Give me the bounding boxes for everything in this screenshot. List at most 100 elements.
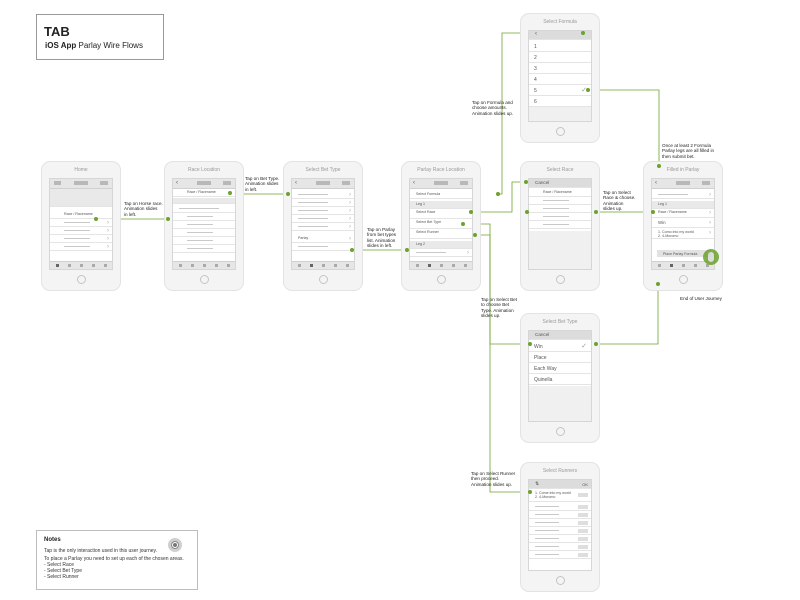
bet-type-option-selected[interactable]: Win✓ xyxy=(529,341,591,352)
select-bet-type-row[interactable]: Select Bet Type xyxy=(410,219,472,229)
bet-type-option[interactable]: Quinella xyxy=(529,374,591,385)
runner-row[interactable]: 1. Como into my world 2. 4-Moromo› xyxy=(652,229,714,239)
runner-row[interactable] xyxy=(529,503,591,511)
cancel-button[interactable]: Cancel xyxy=(529,179,591,188)
list-item[interactable]: › xyxy=(652,191,714,199)
list-item[interactable] xyxy=(529,205,591,213)
formula-option-label: 5 xyxy=(534,88,537,94)
cancel-label: Cancel xyxy=(535,180,550,185)
tap-gesture-icon xyxy=(168,538,182,552)
connector-dot xyxy=(594,210,598,214)
back-icon[interactable]: ‹ xyxy=(535,31,537,37)
home-button-icon xyxy=(556,127,565,136)
connector-dot xyxy=(473,233,477,237)
nav-bar: ‹ xyxy=(529,31,591,40)
list-item[interactable] xyxy=(292,243,354,251)
phone-select-formula: Select Formula ‹ 1 2 3 4 5✓ 6 xyxy=(520,13,600,143)
connector-dot xyxy=(586,88,590,92)
list-item[interactable] xyxy=(529,197,591,205)
formula-option[interactable]: 3 xyxy=(529,63,591,74)
list-item[interactable] xyxy=(173,245,235,253)
annotation-tap-bet-type: Tap on Bet Type. Animation slides in lef… xyxy=(245,176,280,192)
place-parlay-formula-button[interactable]: Place Parlay Formula xyxy=(657,250,711,257)
list-item[interactable]: › xyxy=(50,227,112,235)
notes-box: Notes Tap is the only interaction used i… xyxy=(36,530,198,590)
select-runner-label: Select Runner xyxy=(416,230,439,234)
bet-type-option[interactable]: Place xyxy=(529,352,591,363)
list-item[interactable]: › xyxy=(292,223,354,231)
list-item[interactable] xyxy=(529,221,591,229)
list-item[interactable]: › xyxy=(50,219,112,227)
formula-option[interactable]: 1 xyxy=(529,41,591,52)
list-item[interactable]: › xyxy=(292,191,354,199)
select-formula-label: Select Formula xyxy=(416,192,441,196)
chevron-right-icon: › xyxy=(107,228,109,234)
select-formula-row[interactable]: Select Formula xyxy=(410,191,472,199)
phone-title: Select Runners xyxy=(542,468,578,474)
runner-row[interactable] xyxy=(529,519,591,527)
list-item[interactable] xyxy=(173,229,235,237)
formula-option-selected[interactable]: 5✓ xyxy=(529,85,591,96)
list-item[interactable] xyxy=(173,205,235,213)
back-icon[interactable]: ‹ xyxy=(655,180,657,186)
list-item[interactable]: › xyxy=(292,199,354,207)
sort-icon[interactable]: ⇅ xyxy=(535,481,540,487)
race-row[interactable]: Race / Racename› xyxy=(652,209,714,218)
leg-1-header: Leg 1 xyxy=(652,201,714,209)
nav-bar: ⇅ OK xyxy=(529,480,591,489)
chevron-right-icon: › xyxy=(349,236,351,242)
list-item[interactable]: Race / Racename xyxy=(173,189,235,197)
chevron-right-icon: › xyxy=(709,192,711,198)
formula-option[interactable]: 6 xyxy=(529,96,591,107)
list-item[interactable]: Race / Racename xyxy=(50,211,112,219)
runner-thumbnail xyxy=(578,513,588,517)
back-icon[interactable]: ‹ xyxy=(176,180,178,186)
select-runner-row[interactable]: Select Runner xyxy=(410,229,472,239)
cancel-button[interactable]: Cancel xyxy=(529,331,591,340)
back-icon[interactable]: ‹ xyxy=(295,180,297,186)
checkmark-icon: ✓ xyxy=(581,343,587,350)
win-row[interactable]: Win› xyxy=(652,219,714,228)
list-item[interactable]: › xyxy=(50,235,112,243)
formula-option-label: 1 xyxy=(534,44,537,50)
phone-title: Select Race xyxy=(546,167,574,173)
select-race-row[interactable]: Select Race xyxy=(410,209,472,219)
connector-dot xyxy=(405,248,409,252)
runner-thumbnail xyxy=(578,545,588,549)
list-item[interactable]: › xyxy=(410,249,472,257)
nav-bar: ‹ xyxy=(410,179,472,189)
list-item[interactable] xyxy=(173,213,235,221)
connector-dot xyxy=(496,192,500,196)
formula-option[interactable]: 4 xyxy=(529,74,591,85)
list-item[interactable] xyxy=(529,213,591,221)
formula-option[interactable]: 2 xyxy=(529,52,591,63)
ok-button[interactable]: OK xyxy=(582,482,588,487)
phone-title: Parlay Race Location xyxy=(417,167,465,173)
leg-2-label: Leg 2 xyxy=(416,242,425,246)
runner-row[interactable] xyxy=(529,527,591,535)
list-item[interactable]: › xyxy=(50,243,112,251)
runner-row[interactable] xyxy=(529,535,591,543)
list-item[interactable]: Race / Racename xyxy=(529,189,591,197)
connector-dot xyxy=(350,248,354,252)
runner-row[interactable] xyxy=(529,543,591,551)
chevron-right-icon: › xyxy=(709,220,711,226)
list-item-parlay[interactable]: Parlay› xyxy=(292,235,354,243)
phone-screen: ⇅ OK 1. Come into my world 2. 4-Moromo xyxy=(528,479,592,571)
list-item[interactable]: › xyxy=(292,207,354,215)
nav-bar xyxy=(50,179,112,189)
phone-screen: ‹ › › › › › Parlay› xyxy=(291,178,355,270)
runner-row[interactable] xyxy=(529,551,591,559)
back-icon[interactable]: ‹ xyxy=(413,180,415,186)
tab-bar xyxy=(50,261,112,269)
runner-row[interactable] xyxy=(529,511,591,519)
list-item[interactable] xyxy=(173,237,235,245)
formula-option-label: 2 xyxy=(534,55,537,61)
bet-type-option[interactable]: Each Way xyxy=(529,363,591,374)
list-item[interactable]: › xyxy=(292,215,354,223)
phone-parlay-race-location: Parlay Race Location ‹ Select Formula Le… xyxy=(401,161,481,291)
nav-bar: ‹ xyxy=(173,179,235,189)
list-item[interactable] xyxy=(173,221,235,229)
runner-row[interactable]: 1. Come into my world 2. 4-Moromo xyxy=(529,490,591,502)
connector-dot xyxy=(469,210,473,214)
